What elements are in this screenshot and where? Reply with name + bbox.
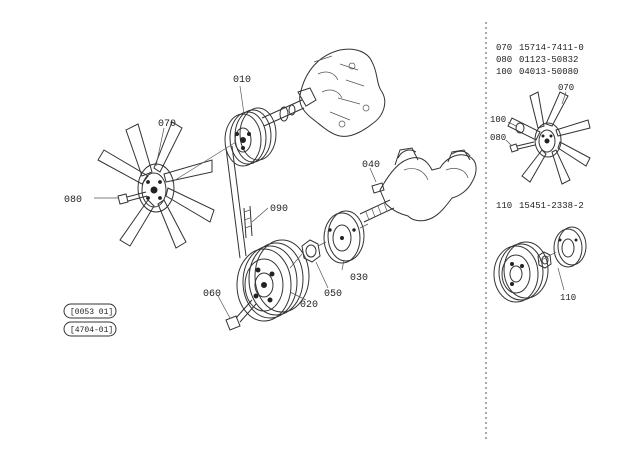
alt-leader-lines [505, 91, 567, 291]
parts-no-080: 01123-50832 [519, 55, 578, 65]
v-belt [225, 145, 253, 259]
parts-ref-070: 070 [496, 43, 512, 53]
woodruff-key [371, 182, 385, 194]
parts-no-100: 04013-50080 [519, 67, 578, 77]
crankshaft-pulley [236, 239, 310, 322]
parts-no-110: 15451-2338-2 [519, 201, 584, 211]
callout-010: 010 [233, 75, 251, 86]
crank-collar [323, 210, 365, 264]
parts-no-070: 15714-7411-0 [519, 43, 584, 53]
callout-030: 030 [350, 273, 368, 284]
callout-080: 080 [64, 195, 82, 206]
fan-bolts [117, 191, 148, 205]
callout-labels: 010 070 080 040 090 030 050 020 060 [64, 75, 380, 311]
assembly-axis-lines [171, 141, 369, 269]
alt-washer [515, 122, 525, 134]
stamp-0053: [0053 01] [70, 308, 113, 317]
callout-060: 060 [203, 289, 221, 300]
parts-ref-110: 110 [496, 201, 512, 211]
pulley-bolt [225, 299, 257, 331]
water-pump-shaft [261, 99, 305, 127]
alt-fan-bolt [509, 141, 536, 153]
alt-crank-pulley [493, 241, 549, 303]
callout-020: 020 [300, 300, 318, 311]
callout-040: 040 [362, 160, 380, 171]
callout-090: 090 [270, 204, 288, 215]
parts-list: 070 15714-7411-0 080 01123-50832 100 040… [496, 43, 584, 211]
crank-nut [301, 239, 321, 263]
cooling-fan [97, 121, 215, 249]
alt-spacer-110 [553, 226, 587, 268]
alt-axis-line [537, 251, 557, 263]
alt-callout-labels: 070 100 080 110 [490, 83, 576, 303]
reference-stamps: [0053 01] [4704-01] [63, 303, 117, 337]
stamp-4704: [4704-01] [70, 326, 113, 335]
alt-callout-110: 110 [560, 293, 576, 303]
fan-pulley [224, 107, 277, 167]
parts-ref-100: 100 [496, 67, 512, 77]
callout-070: 070 [158, 119, 176, 130]
alt-cooling-fan [507, 91, 591, 185]
parts-ref-080: 080 [496, 55, 512, 65]
crankshaft-outline [359, 147, 477, 223]
alt-callout-070: 070 [558, 83, 574, 93]
leader-lines [94, 85, 377, 319]
alt-callout-100: 100 [490, 115, 506, 125]
alt-callout-080: 080 [490, 133, 506, 143]
engine-block-outline [297, 48, 386, 137]
callout-050: 050 [324, 289, 342, 300]
